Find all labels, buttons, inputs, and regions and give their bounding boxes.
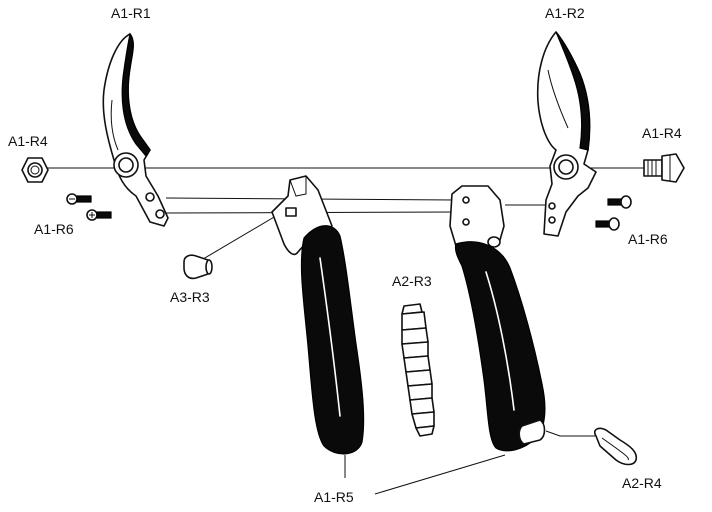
right-handle <box>449 185 546 452</box>
spring <box>401 303 435 437</box>
hex-nut <box>21 157 49 183</box>
label-screws-left: A1-R6 <box>34 221 74 237</box>
label-cap: A3-R3 <box>170 289 210 305</box>
label-blade-right: A1-R2 <box>545 5 585 21</box>
part-labels: A1-R1 A1-R2 A1-R4 A1-R4 A1-R6 A1-R6 A3-R… <box>8 5 682 505</box>
wire-clip <box>593 427 638 466</box>
hex-bolt <box>643 153 685 183</box>
right-screws <box>595 195 632 231</box>
left-handle <box>271 175 365 455</box>
label-spring: A2-R3 <box>392 273 432 289</box>
label-nut-left: A1-R4 <box>8 133 48 149</box>
label-screws-right: A1-R6 <box>628 231 668 247</box>
label-blade-left: A1-R1 <box>111 5 151 21</box>
label-bolt-right: A1-R4 <box>642 125 682 141</box>
left-blade <box>102 32 169 227</box>
label-clip: A2-R4 <box>622 475 662 491</box>
right-blade <box>536 31 597 237</box>
label-handles: A1-R5 <box>314 489 354 505</box>
cap-part <box>183 254 213 280</box>
left-screws <box>66 193 112 221</box>
